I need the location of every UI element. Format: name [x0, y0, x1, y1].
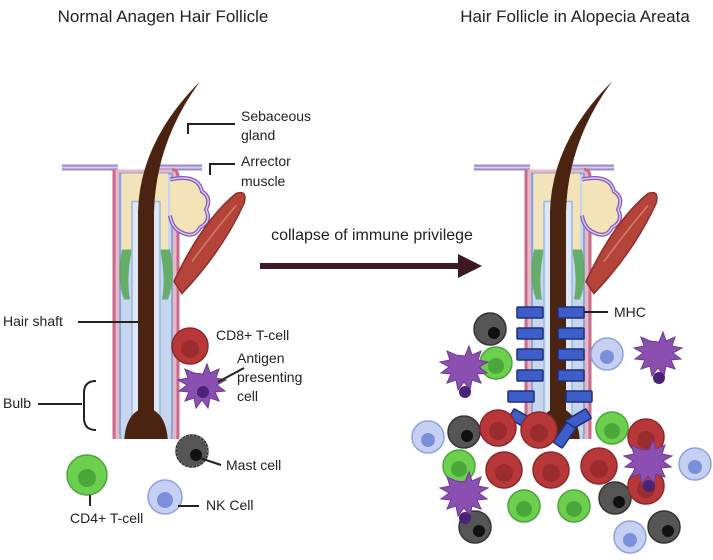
svg-text:Sebaceous: Sebaceous	[241, 108, 311, 124]
svg-text:presenting: presenting	[237, 369, 302, 385]
cd4-tcell-legend: CD4+ T-cell	[66, 454, 143, 526]
svg-text:MHC: MHC	[614, 304, 646, 320]
apc-legend: Antigen presenting cell	[176, 350, 302, 410]
arrector-label: Arrector muscle	[209, 153, 291, 189]
svg-text:gland: gland	[241, 127, 275, 143]
svg-text:Bulb: Bulb	[3, 395, 31, 411]
cd8-tcell-legend: CD8+ T-cell	[171, 327, 289, 365]
svg-text:CD4+ T-cell: CD4+ T-cell	[70, 510, 143, 526]
svg-text:Mast cell: Mast cell	[226, 457, 281, 473]
hair-shaft-label: Hair shaft	[3, 313, 138, 329]
immune-privilege-arrow: collapse of immune privilege	[260, 227, 482, 278]
svg-text:Hair shaft: Hair shaft	[3, 313, 63, 329]
svg-text:cell: cell	[237, 388, 258, 404]
left-title: Normal Anagen Hair Follicle	[58, 7, 269, 26]
nk-cell-legend: NK Cell	[147, 479, 253, 515]
svg-text:Antigen: Antigen	[237, 350, 284, 366]
mast-cell-legend: Mast cell	[175, 434, 281, 473]
svg-text:CD8+ T-cell: CD8+ T-cell	[216, 327, 289, 343]
sebaceous-label: Sebaceous gland	[187, 108, 311, 143]
svg-text:muscle: muscle	[241, 173, 286, 189]
svg-text:Arrector: Arrector	[241, 153, 291, 169]
immune-infiltrate	[411, 312, 712, 554]
svg-text:NK Cell: NK Cell	[206, 497, 253, 513]
mhc-label: MHC	[584, 304, 646, 320]
right-title: Hair Follicle in Alopecia Areata	[460, 7, 690, 26]
normal-follicle	[62, 82, 245, 485]
bulb-label: Bulb	[3, 380, 97, 431]
svg-text:collapse of immune privilege: collapse of immune privilege	[271, 227, 473, 244]
